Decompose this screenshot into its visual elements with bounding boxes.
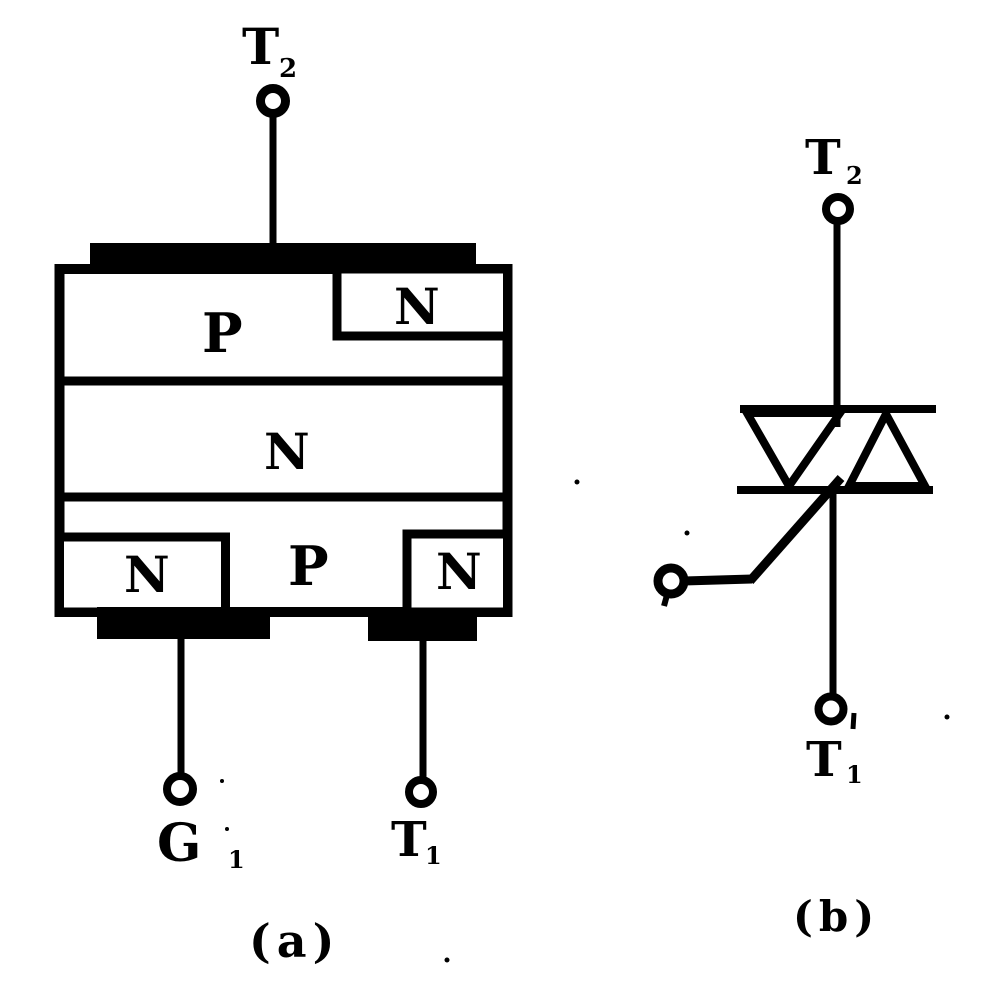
layer-label-bottom-p: P <box>288 534 329 598</box>
panel-a-t1-terminal-circle <box>405 776 437 808</box>
panel-b-gate-lead-horizontal <box>683 574 753 586</box>
layer-label-bottom-right-n: N <box>436 542 482 601</box>
panel-a-t2-subscript: 2 <box>279 54 297 84</box>
triac-right-triangle <box>842 405 932 490</box>
panel-b-t1-terminal-circle <box>814 692 848 726</box>
panel-a-t1-label: T <box>391 812 427 868</box>
triac-left-triangle <box>740 409 848 494</box>
noise-dot <box>684 530 690 536</box>
panel-b-t1-subscript: 1 <box>846 760 863 789</box>
layer-label-bottom-left-n: N <box>124 545 170 604</box>
panel-a-t2-label: T <box>242 17 279 76</box>
layer-label-top-right-n: N <box>394 277 440 336</box>
print-noise <box>220 479 950 963</box>
noise-dot <box>220 779 224 783</box>
panel-a-gate-terminal-circle <box>163 772 197 806</box>
panel-b-gate-terminal-circle <box>653 563 689 599</box>
panel-a-structure: T 2 P N N N P N G 1 T 1 <box>54 17 513 968</box>
panel-b-symbol: T 2 T 1 (b) <box>653 130 936 941</box>
panel-a-gate-subscript: 1 <box>228 845 245 874</box>
panel-b-t2-terminal-circle <box>822 193 854 225</box>
panel-b-caption: (b) <box>793 892 880 941</box>
panel-b-gate-circle-tail <box>661 594 670 607</box>
noise-dot <box>444 957 450 963</box>
panel-b-gate-lead-diagonal <box>746 475 845 584</box>
panel-b-t1-label: T <box>806 732 842 788</box>
noise-dot <box>944 714 950 720</box>
noise-dot <box>574 479 580 485</box>
gate-electrode <box>97 607 270 639</box>
panel-a-t2-terminal-circle <box>256 84 290 118</box>
panel-a-t1-subscript: 1 <box>425 841 442 870</box>
panel-b-t1-circle-tick <box>850 712 857 730</box>
panel-a-gate-label: G <box>157 813 201 874</box>
panel-b-t2-subscript: 2 <box>846 161 863 190</box>
noise-dot <box>225 827 229 831</box>
panel-b-t2-label: T <box>805 130 841 186</box>
panel-a-caption: (a) <box>249 914 340 968</box>
n-region-top-right <box>332 264 512 341</box>
layer-label-top-p: P <box>202 301 243 365</box>
t1-electrode <box>368 608 477 641</box>
layer-label-middle-n: N <box>264 422 310 481</box>
n-region-bottom-left <box>55 532 230 617</box>
